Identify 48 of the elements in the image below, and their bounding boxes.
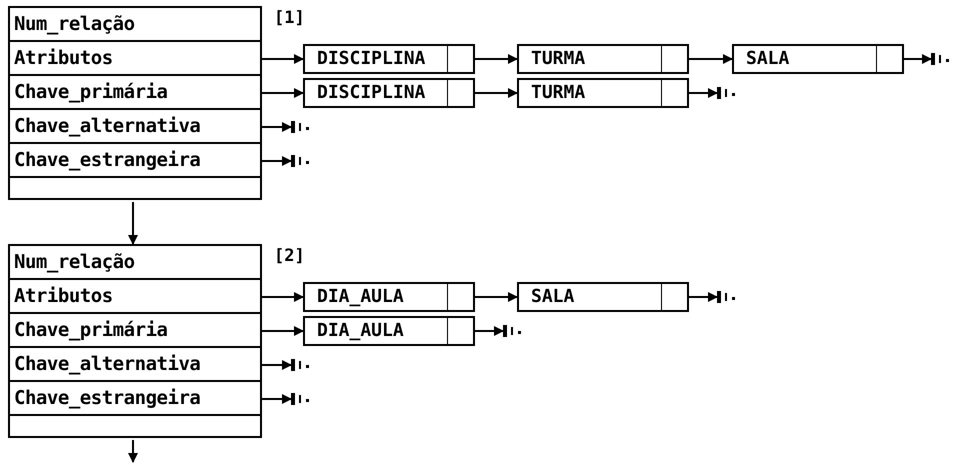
- arrow: [689, 54, 733, 64]
- item-name: DISCIPLINA: [316, 50, 426, 68]
- arrow: [689, 292, 718, 302]
- arrow: [262, 360, 292, 370]
- arrow: [262, 122, 292, 132]
- field-name: Chave_estrangeira: [14, 388, 200, 408]
- field-name: Chave_primária: [14, 320, 168, 340]
- arrow: [904, 54, 932, 64]
- arrow: [475, 88, 518, 98]
- list-item-box: [303, 44, 475, 74]
- relation-record-box: [8, 244, 262, 438]
- arrow: [262, 156, 292, 166]
- arrow: [262, 54, 304, 64]
- list-item-box: [303, 282, 475, 312]
- relation-number: [1]: [274, 10, 305, 27]
- item-name: SALA: [745, 50, 790, 68]
- field-name: Atributos: [14, 48, 113, 68]
- arrow: [262, 326, 304, 336]
- list-item-box: [517, 44, 689, 74]
- item-name: DISCIPLINA: [316, 84, 426, 102]
- field-name: Chave_estrangeira: [14, 150, 200, 170]
- field-name: Num_relação: [14, 252, 135, 272]
- arrow: [475, 326, 504, 336]
- list-item-box: [732, 44, 904, 74]
- field-name: Chave_alternativa: [14, 116, 200, 136]
- list-item-box: [517, 78, 689, 108]
- arrow: [128, 440, 138, 463]
- arrow: [262, 394, 292, 404]
- field-name: Num_relação: [14, 14, 135, 34]
- relation-number: [2]: [274, 248, 305, 265]
- field-name: Chave_primária: [14, 82, 168, 102]
- list-item-box: [303, 78, 475, 108]
- arrow: [262, 292, 304, 302]
- item-name: TURMA: [530, 50, 586, 68]
- field-name: Chave_alternativa: [14, 354, 200, 374]
- item-name: SALA: [530, 288, 576, 306]
- list-item-box: [303, 316, 475, 346]
- arrow: [475, 54, 518, 64]
- list-item-box: [517, 282, 689, 312]
- relation-record-box: [8, 6, 262, 200]
- arrow: [128, 202, 138, 245]
- field-name: Atributos: [14, 286, 113, 306]
- item-name: DIA_AULA: [316, 288, 405, 306]
- item-name: TURMA: [530, 84, 586, 102]
- arrow: [475, 292, 518, 302]
- arrow: [262, 88, 304, 98]
- arrow: [689, 88, 718, 98]
- item-name: DIA_AULA: [316, 322, 405, 340]
